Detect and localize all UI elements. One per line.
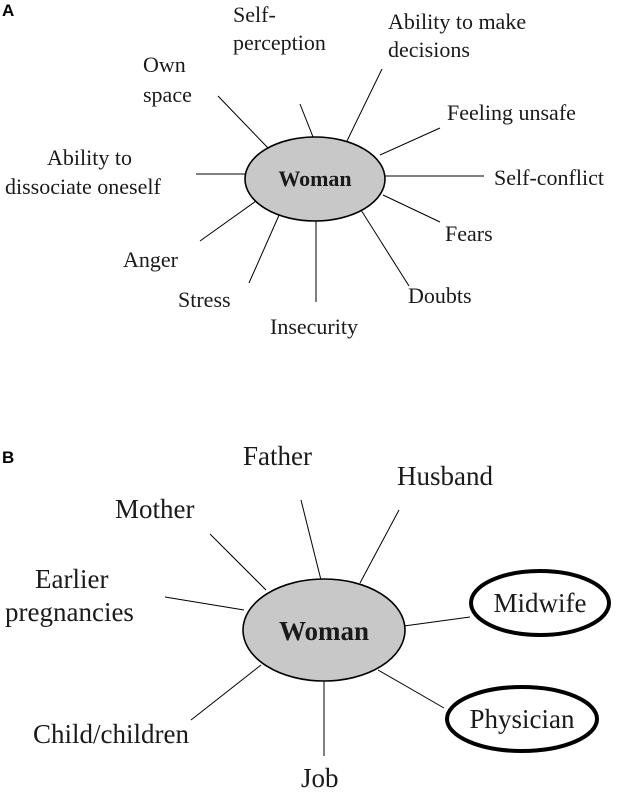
label-husband: Husband	[397, 461, 493, 491]
panel-a-center-ellipse	[244, 136, 386, 222]
spoke-stress	[248, 212, 281, 284]
panel-b-center-ellipse	[242, 578, 406, 682]
label-own-space-line-1: Own	[143, 52, 186, 77]
spoke-anger	[199, 200, 257, 242]
spoke-fears	[382, 194, 441, 223]
spoke-doubts	[360, 209, 410, 287]
label-ability-to-make-decisions-line-2: decisions	[388, 37, 470, 62]
panel-a-spokes	[196, 68, 484, 302]
spoke-physician	[377, 669, 445, 709]
label-ability-to-make-decisions: Ability to make decisions	[388, 9, 532, 62]
label-self-perception: Self- perception	[233, 2, 326, 55]
spoke-self-perception	[299, 103, 316, 143]
label-stress: Stress	[178, 287, 231, 312]
midwife-circle	[469, 569, 611, 637]
label-ability-to-dissociate-line-1: Ability to	[47, 145, 132, 170]
label-ability-to-dissociate-oneself: Ability to dissociate oneself	[5, 145, 161, 199]
panel-b: B Woman Father Husband Mother Earlier pr…	[2, 441, 611, 793]
panel-b-letter: B	[2, 448, 14, 467]
spoke-feeling-unsafe	[379, 127, 441, 156]
label-ability-to-dissociate-line-2: dissociate oneself	[5, 174, 161, 199]
label-fears: Fears	[445, 221, 493, 246]
label-feeling-unsafe: Feeling unsafe	[447, 100, 576, 125]
label-earlier-pregnancies: Earlier pregnancies	[5, 564, 134, 627]
label-own-space-line-2: space	[143, 82, 192, 107]
label-anger: Anger	[123, 247, 179, 272]
spoke-mother	[209, 533, 267, 591]
spoke-earlier-pregnancies	[164, 596, 245, 611]
panel-a: A Woman Self- perception Ability to make…	[2, 1, 604, 339]
panel-a-letter: A	[2, 1, 14, 20]
label-own-space: Own space	[143, 52, 192, 107]
spoke-child-children	[190, 664, 262, 721]
label-doubts: Doubts	[408, 283, 472, 308]
spoke-own-space	[217, 95, 269, 149]
label-self-perception-line-1: Self-	[233, 2, 276, 27]
label-father: Father	[243, 441, 312, 471]
spoke-husband	[359, 509, 400, 584]
label-mother: Mother	[115, 494, 194, 524]
label-job: Job	[301, 763, 339, 793]
label-earlier-pregnancies-line-2: pregnancies	[5, 597, 134, 627]
panel-a-center-label: Woman	[278, 166, 351, 191]
spoke-midwife	[403, 616, 471, 627]
label-earlier-pregnancies-line-1: Earlier	[35, 564, 108, 594]
panel-b-spokes	[164, 499, 471, 756]
physician-circle	[445, 685, 599, 753]
spoke-ability-to-make-decisions	[344, 68, 383, 146]
label-child-children: Child/children	[33, 719, 189, 749]
label-physician: Physician	[470, 704, 575, 734]
panel-b-center-label: Woman	[279, 616, 369, 646]
label-self-perception-line-2: perception	[233, 30, 326, 55]
spoke-father	[300, 499, 322, 581]
label-midwife: Midwife	[494, 588, 587, 618]
label-insecurity: Insecurity	[270, 314, 358, 339]
label-ability-to-make-decisions-line-1: Ability to make	[388, 9, 526, 34]
label-self-conflict: Self-conflict	[494, 165, 604, 190]
